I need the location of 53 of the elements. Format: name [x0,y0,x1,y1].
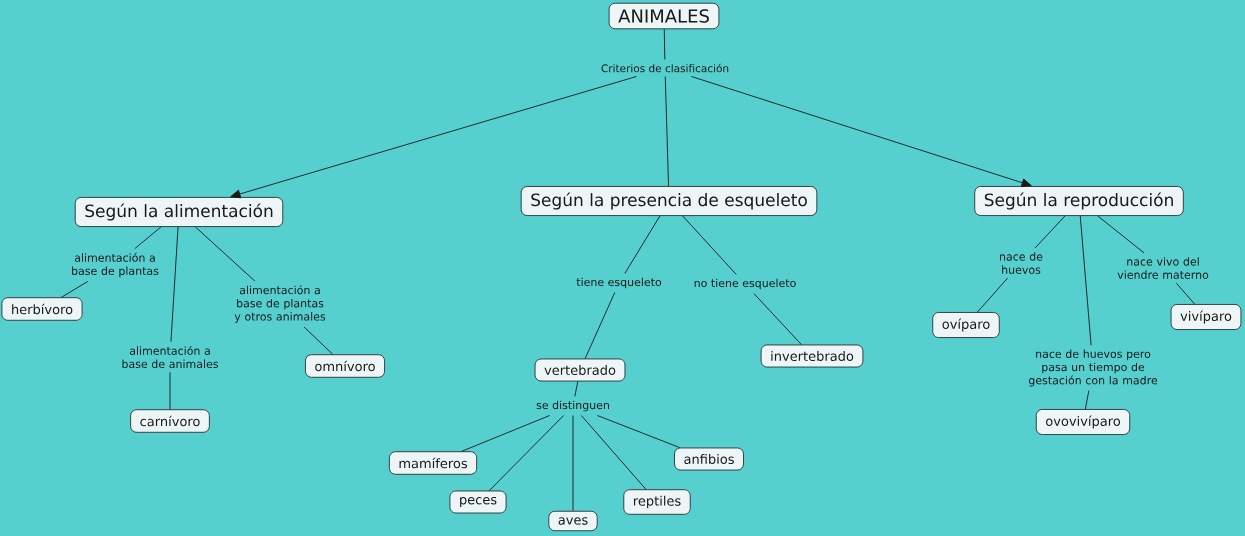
connector-line [169,371,171,410]
concept-box: vivíparo [1170,304,1242,330]
arrow [690,76,1032,187]
concept-box: ANIMALES [608,2,720,30]
concept-box: reptiles [623,489,691,515]
connector-line [461,415,551,452]
concept-box: Según la alimentación [74,197,284,227]
connector-line [574,381,579,397]
connector-line [303,326,334,355]
linking-phrase: alimentación a base de animales [122,345,218,369]
connector-line [597,415,681,449]
linking-phrase: nace vivo del viendre materno [1117,257,1209,279]
linking-phrase: alimentación a base de plantas [72,252,159,278]
connector-line [1079,215,1092,346]
connector-line [1175,282,1196,305]
linking-phrase: nace de huevos pero pasa un tiempo de gestación con la madre [1028,349,1158,387]
linking-phrase: nace de huevos [1000,252,1043,274]
connector-line [1097,215,1145,254]
concept-box: anfibios [674,447,744,471]
connector-line [170,226,179,343]
concept-box: Según la reproducción [974,186,1184,216]
concept-box: aves [548,510,598,532]
connector-line [977,277,1009,313]
connector-line [663,28,666,60]
connector-line [753,293,802,345]
arrow [230,76,637,199]
linking-phrase: se distinguen [536,400,609,412]
connector-line [195,226,256,282]
connector-line [572,415,574,512]
concept-box: vertebrado [534,358,626,382]
concept-box: mamíferos [388,451,478,475]
connector-line [624,215,661,274]
concept-box: ovíparo [932,312,1000,338]
concept-box: invertebrado [760,344,864,368]
concept-box: carnívoro [130,409,210,433]
connector-line [1084,390,1090,410]
connector-line [488,415,565,492]
concept-box: ovovivíparo [1035,409,1131,435]
connector-line [134,226,162,250]
connector-line [580,415,647,490]
linking-phrase: Criterios de clasificación [601,63,729,73]
connector-line [60,280,89,298]
connector-line [584,292,616,360]
concept-box: Según la presencia de esqueleto [520,186,818,216]
linking-phrase: alimentación a base de plantas y otros animales [234,285,326,323]
concept-box: peces [449,490,507,514]
connector-line [682,215,737,275]
concept-box: omnívoro [305,354,385,378]
connector-line [1034,215,1066,249]
linking-phrase: tiene esqueleto [576,277,662,289]
concept-box: herbívoro [1,297,83,321]
connector-line [664,76,669,187]
linking-phrase: no tiene esqueleto [694,278,796,290]
